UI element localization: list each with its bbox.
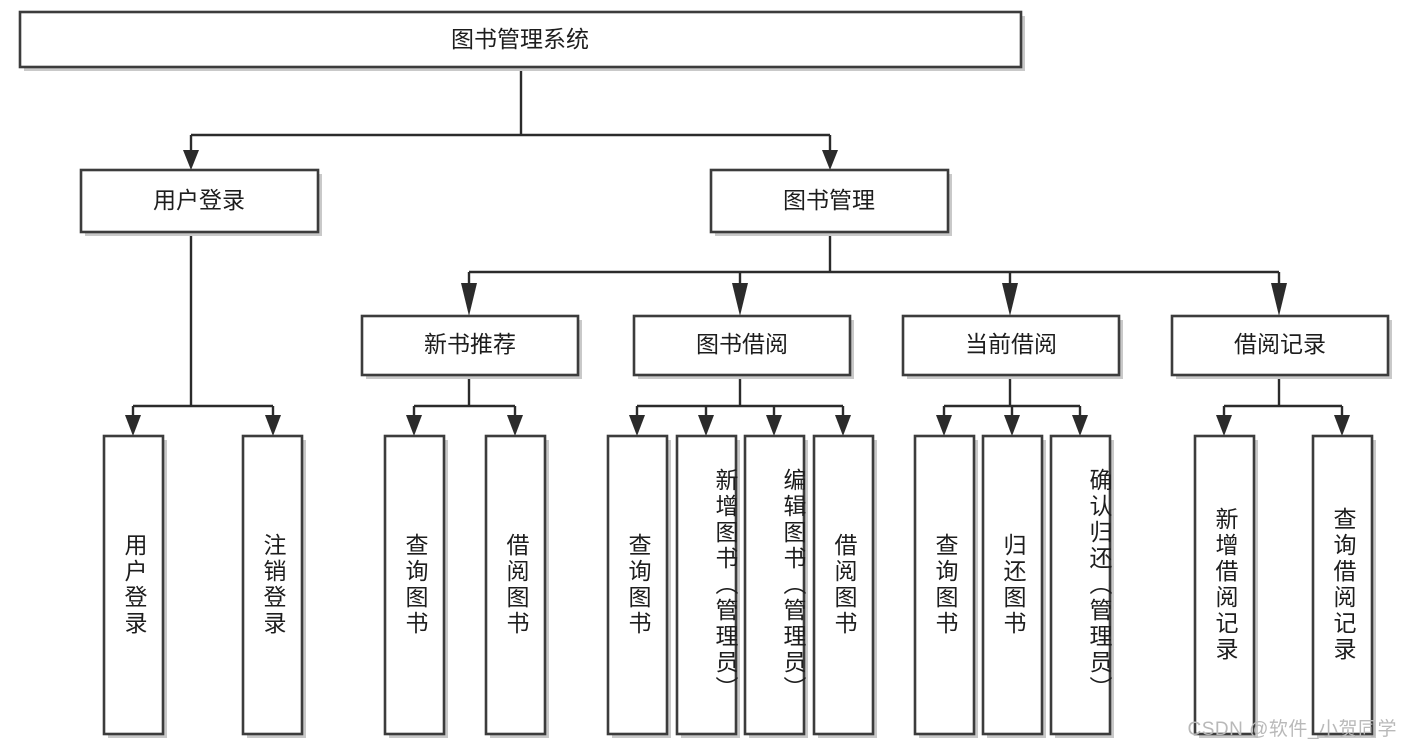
node-leaf-borrow-book-2-box: [812, 434, 875, 736]
node-root-label: 图书管理系统: [451, 26, 589, 52]
node-leaf-logout-box: [241, 434, 304, 736]
node-leaf-user-login[interactable]: [102, 434, 167, 738]
arrow-head-borrowrecord: [1271, 283, 1287, 316]
node-leaf-borrow-book-1-box: [484, 434, 547, 736]
node-current-borrow-label: 当前借阅: [965, 331, 1057, 357]
arrow-head-bookborrow: [732, 283, 748, 316]
arrow-head-newbook: [461, 283, 477, 316]
node-book-manage-label: 图书管理: [783, 187, 875, 213]
node-book-manage[interactable]: 图书管理: [709, 168, 952, 236]
node-leaf-add-book-box: [675, 434, 738, 736]
watermark-text: CSDN @软件_小贺同学: [1187, 719, 1397, 740]
node-new-book-rec-label: 新书推荐: [424, 331, 516, 357]
node-leaf-query-book-2-box: [606, 434, 669, 736]
node-leaf-borrow-book-2[interactable]: [812, 434, 877, 738]
node-user-login[interactable]: 用户登录: [79, 168, 322, 236]
arrow-head-query-book-1: [406, 415, 422, 436]
arrow-head-borrow-book-2: [835, 415, 851, 436]
node-book-borrow-label: 图书借阅: [696, 331, 788, 357]
arrow-head-query-book-3: [936, 415, 952, 436]
arrow-head-query-book-2: [629, 415, 645, 436]
node-leaf-query-book-3-box: [913, 434, 976, 736]
node-leaf-query-book-1-box: [383, 434, 446, 736]
node-leaf-query-book-3[interactable]: [913, 434, 978, 738]
node-leaf-logout[interactable]: [241, 434, 306, 738]
node-leaf-return-book[interactable]: [981, 434, 1046, 738]
node-borrow-record-label: 借阅记录: [1234, 331, 1326, 357]
node-leaf-query-book-2[interactable]: [606, 434, 671, 738]
node-leaf-query-record[interactable]: [1311, 434, 1376, 738]
node-new-book-rec[interactable]: 新书推荐: [360, 314, 582, 379]
node-leaf-edit-book[interactable]: [743, 434, 808, 738]
node-leaf-confirm-return-box: [1049, 434, 1112, 736]
node-user-login-box: [79, 168, 320, 234]
nodes: 图书管理系统 用户登录 图书管理 新书推荐: [18, 10, 1392, 738]
node-book-borrow[interactable]: 图书借阅: [632, 314, 854, 379]
node-leaf-query-book-1[interactable]: [383, 434, 448, 738]
arrow-head-currentborrow: [1002, 283, 1018, 316]
node-root[interactable]: 图书管理系统: [18, 10, 1025, 71]
node-leaf-add-book[interactable]: [675, 434, 740, 738]
arrow-head-query-record: [1334, 415, 1350, 436]
node-current-borrow-box: [901, 314, 1121, 377]
connectors: [125, 68, 1350, 436]
node-user-login-label: 用户登录: [153, 187, 245, 213]
node-new-book-rec-box: [360, 314, 580, 377]
arrow-head-confirm-return: [1072, 415, 1088, 436]
arrow-head-edit-book: [766, 415, 782, 436]
arrow-head-leaf-logout: [265, 415, 281, 436]
node-borrow-record[interactable]: 借阅记录: [1170, 314, 1392, 379]
node-book-manage-box: [709, 168, 950, 234]
node-leaf-user-login-box: [102, 434, 165, 736]
node-borrow-record-box: [1170, 314, 1390, 377]
node-leaf-add-record[interactable]: [1193, 434, 1258, 738]
node-leaf-borrow-book-1[interactable]: [484, 434, 549, 738]
arrow-head-add-book: [698, 415, 714, 436]
node-book-borrow-box: [632, 314, 852, 377]
node-leaf-query-record-box: [1311, 434, 1374, 736]
arrow-head-userlogin: [183, 150, 199, 170]
node-current-borrow[interactable]: 当前借阅: [901, 314, 1123, 379]
node-leaf-edit-book-box: [743, 434, 806, 736]
node-leaf-return-book-box: [981, 434, 1044, 736]
arrow-head-leaf-user-login: [125, 415, 141, 436]
node-leaf-confirm-return[interactable]: [1049, 434, 1114, 738]
arrow-head-return-book: [1004, 415, 1020, 436]
arrow-head-add-record: [1216, 415, 1232, 436]
arrow-head-bookmanage: [822, 150, 838, 170]
node-leaf-add-record-box: [1193, 434, 1256, 736]
node-root-box: [18, 10, 1023, 69]
arrow-head-borrow-book-1: [507, 415, 523, 436]
